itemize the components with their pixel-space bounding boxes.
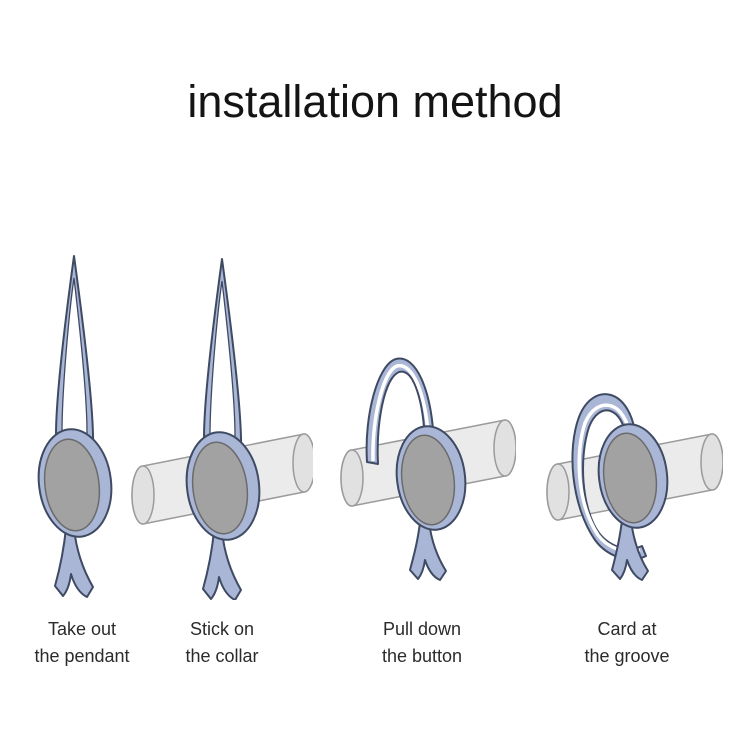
- pendant-button: [191, 441, 249, 535]
- step-1-caption: Take out the pendant: [2, 616, 162, 670]
- pendant-button: [602, 432, 658, 524]
- pendant-clip-tail: [202, 530, 242, 600]
- caption-line: Pull down: [382, 619, 462, 639]
- step-3-caption: Pull down the button: [342, 616, 502, 670]
- pendant-clip-tail: [611, 519, 649, 581]
- step-2-illustration: [131, 258, 313, 600]
- caption-line: Stick on: [189, 619, 255, 639]
- pendant-loop-slot: [577, 403, 641, 554]
- collar-end-right: [493, 419, 516, 477]
- caption-line: Card at: [597, 619, 657, 639]
- pendant-loop-slot: [371, 363, 431, 462]
- page-title: installation method: [187, 76, 563, 127]
- collar-end-left: [131, 465, 155, 525]
- collar-end-left: [546, 463, 570, 521]
- collar-end-right: [700, 433, 723, 491]
- caption-line: the groove: [584, 646, 670, 666]
- step-4-caption: Card at the groove: [547, 616, 707, 670]
- pendant-button: [400, 434, 456, 526]
- step-1-illustration: [37, 255, 113, 598]
- pendant-button: [43, 438, 101, 532]
- step-4-illustration: [546, 393, 723, 581]
- step-3-illustration: [340, 357, 516, 581]
- caption-line: the collar: [185, 646, 259, 666]
- collar-end-right: [292, 433, 313, 493]
- pendant-clip-tail: [409, 521, 447, 581]
- pendant-clip-tail: [54, 527, 94, 598]
- caption-line: Take out: [47, 619, 117, 639]
- caption-line: the pendant: [34, 646, 130, 666]
- step-2-caption: Stick on the collar: [142, 616, 302, 670]
- caption-line: the button: [381, 646, 463, 666]
- collar-end-left: [340, 449, 364, 507]
